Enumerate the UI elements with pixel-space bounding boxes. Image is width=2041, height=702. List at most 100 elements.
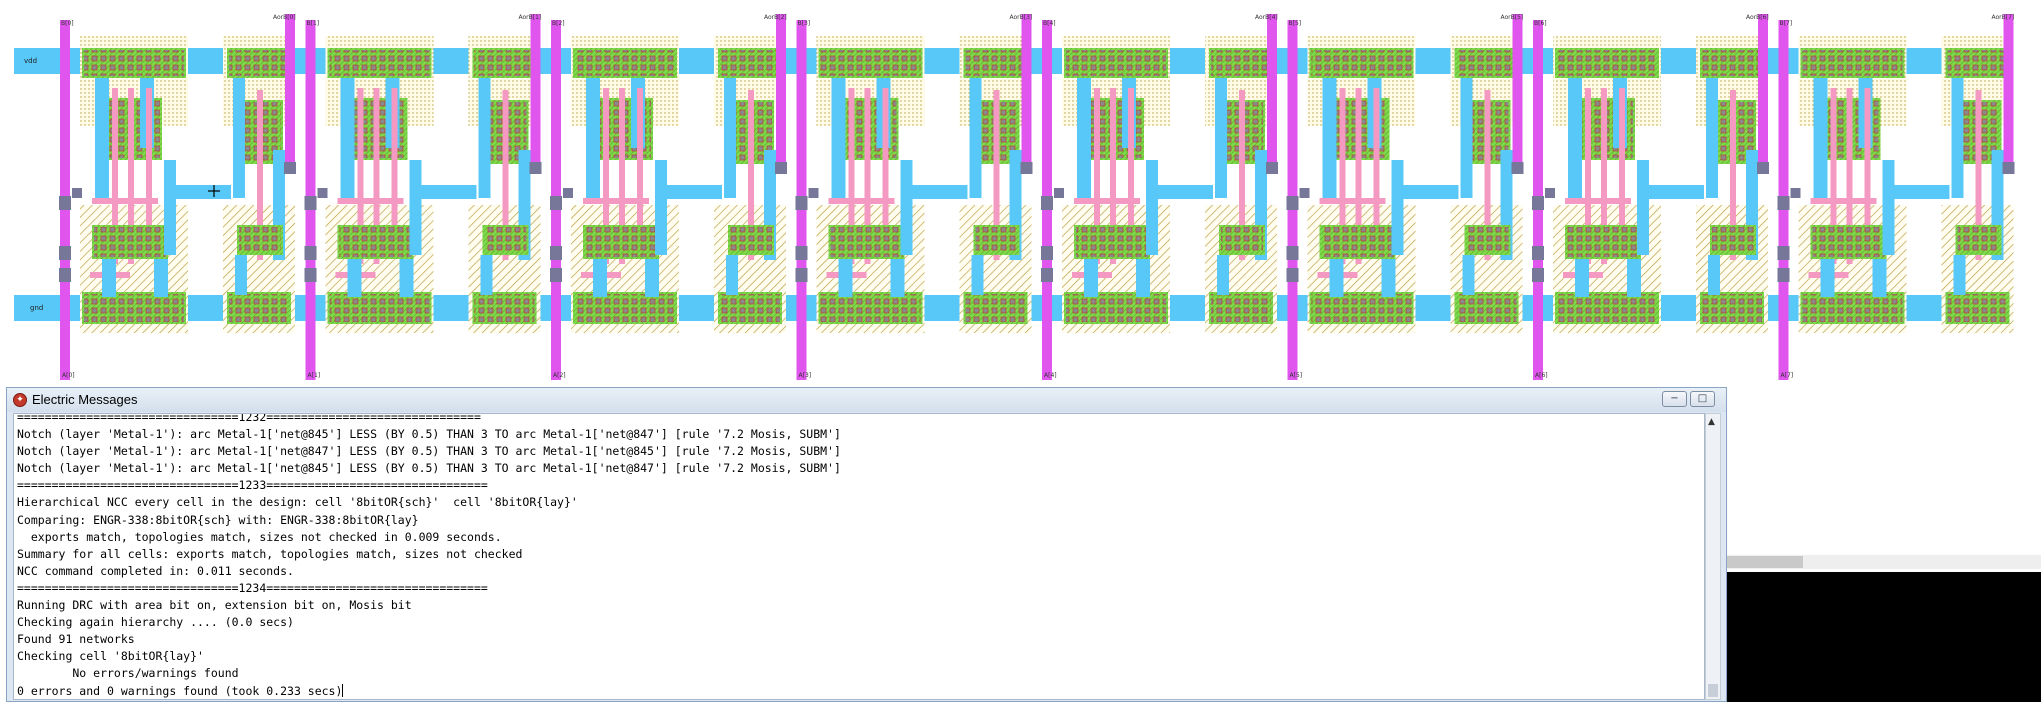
metal1-trace [1953,255,1966,295]
poly-gate [993,90,1000,260]
pin-label: AorB[0] [273,14,296,21]
metal1-trace [233,78,245,198]
via-contact [1532,196,1544,210]
contact-row [329,294,430,322]
message-line: Checking cell '8bitOR{lay}' [17,649,204,664]
poly-gate [619,88,625,264]
contact-array [1957,227,2000,253]
messages-scroll-thumb[interactable] [1708,684,1718,697]
contact-row [1066,50,1166,76]
contact-array [94,227,166,257]
metal1-trace [102,259,116,297]
message-line: ================================1234====… [17,580,488,595]
pin-label: A[2] [553,372,566,379]
poly-gate [637,88,643,238]
inverter-cell [959,36,1032,333]
metal1-trace [1882,160,1895,255]
poly-gate [1864,88,1871,238]
contact-row [474,294,535,322]
message-line: Found 91 networks [17,632,135,647]
poly-link [337,198,404,204]
pin-label: A[0] [62,372,75,379]
message-line: Notch (layer 'Metal-1'): arc Metal-1['ne… [17,461,841,476]
metal1-trace [971,255,984,295]
metal1-trace [95,78,109,200]
canvas-horizontal-scrollbar[interactable] [1727,555,2041,569]
contact-row [1456,294,1517,322]
via-contact [304,268,317,282]
messages-text-area[interactable]: ================================1232====… [13,413,1705,700]
metal1-output [176,185,231,199]
pin-label: B[1] [306,20,320,27]
pin-label: AorB[5] [1500,14,1524,21]
poly-gate [112,88,118,264]
pin-label: A[4] [1044,372,1057,379]
contact-row [229,294,289,322]
poly-link [1074,198,1140,204]
contact-array [830,227,903,257]
metal1-trace [1329,259,1344,297]
metal1-trace [1391,160,1404,255]
via-contact [284,162,296,174]
message-line: No errors/warnings found [17,666,239,681]
metal1-trace [1872,259,1887,297]
layout-canvas[interactable]: vdd gnd B[0]AorB[0]A[0]B[1]AorB[1]A[1]B[… [0,0,2041,385]
layout-drawing[interactable] [0,0,2041,385]
metal1-trace [831,78,846,200]
contact-array [730,227,772,253]
pin-label: B[4] [1043,20,1056,27]
metal1-trace [1627,259,1641,297]
via-contact [529,162,542,174]
via-contact [59,246,71,260]
metal1-trace [1322,78,1337,200]
maximize-button[interactable]: □ [1690,391,1715,407]
contact-row [820,50,921,76]
metal1-trace [1706,78,1718,198]
pin-label: AorB[6] [1746,14,1769,21]
poly-gate [1128,88,1134,238]
metal2-output-column [530,14,541,174]
via-contact [1041,246,1053,260]
crosshair-cursor-icon [208,185,220,197]
poly-gate [1339,88,1346,264]
message-line: Notch (layer 'Metal-1'): arc Metal-1['ne… [17,444,841,459]
metal2-output-column [1758,14,1768,174]
contact-array [975,227,1018,253]
contact-array [484,227,527,253]
poly-link [828,198,895,204]
via-contact [563,188,573,198]
metal1-trace [1217,255,1229,295]
scroll-up-icon[interactable]: ▲ [1708,417,1715,427]
metal1-trace [1951,78,1964,198]
contact-row [1211,294,1271,322]
metal1-trace [838,259,853,297]
messages-vertical-scrollbar[interactable]: ▲ [1705,413,1721,700]
via-contact [317,188,328,198]
poly-gate [1239,90,1245,260]
messages-title-bar[interactable]: ✦ Electric Messages − □ [7,388,1726,412]
messages-window: ✦ Electric Messages − □ ================… [6,387,1727,702]
message-lines: ================================1232====… [17,414,841,699]
message-line: Summary for all cells: exports match, to… [17,546,523,561]
poly-gate [357,88,364,264]
canvas-scroll-thumb[interactable] [1727,556,1803,568]
contact-array [1321,227,1394,257]
message-line: Comparing: ENGR-338:8bitOR{sch} with: EN… [17,512,419,527]
metal1-trace [1084,259,1098,297]
poly-gate [128,88,134,264]
inverter-cell [1450,36,1523,333]
poly-link [1565,198,1631,204]
via-contact [550,246,562,260]
vdd-rail-label: vdd [24,57,38,65]
contact-array [239,227,281,253]
metal2-output-column [1021,14,1032,174]
contact-row [474,50,535,76]
metal2-output-column [1512,14,1523,174]
minimize-button[interactable]: − [1662,391,1687,407]
poly-gate [1585,88,1591,264]
metal2-output-column [285,14,295,174]
poly-gate [1830,88,1837,264]
contact-row [229,50,289,76]
contact-row [329,50,430,76]
poly-gate [748,90,754,260]
